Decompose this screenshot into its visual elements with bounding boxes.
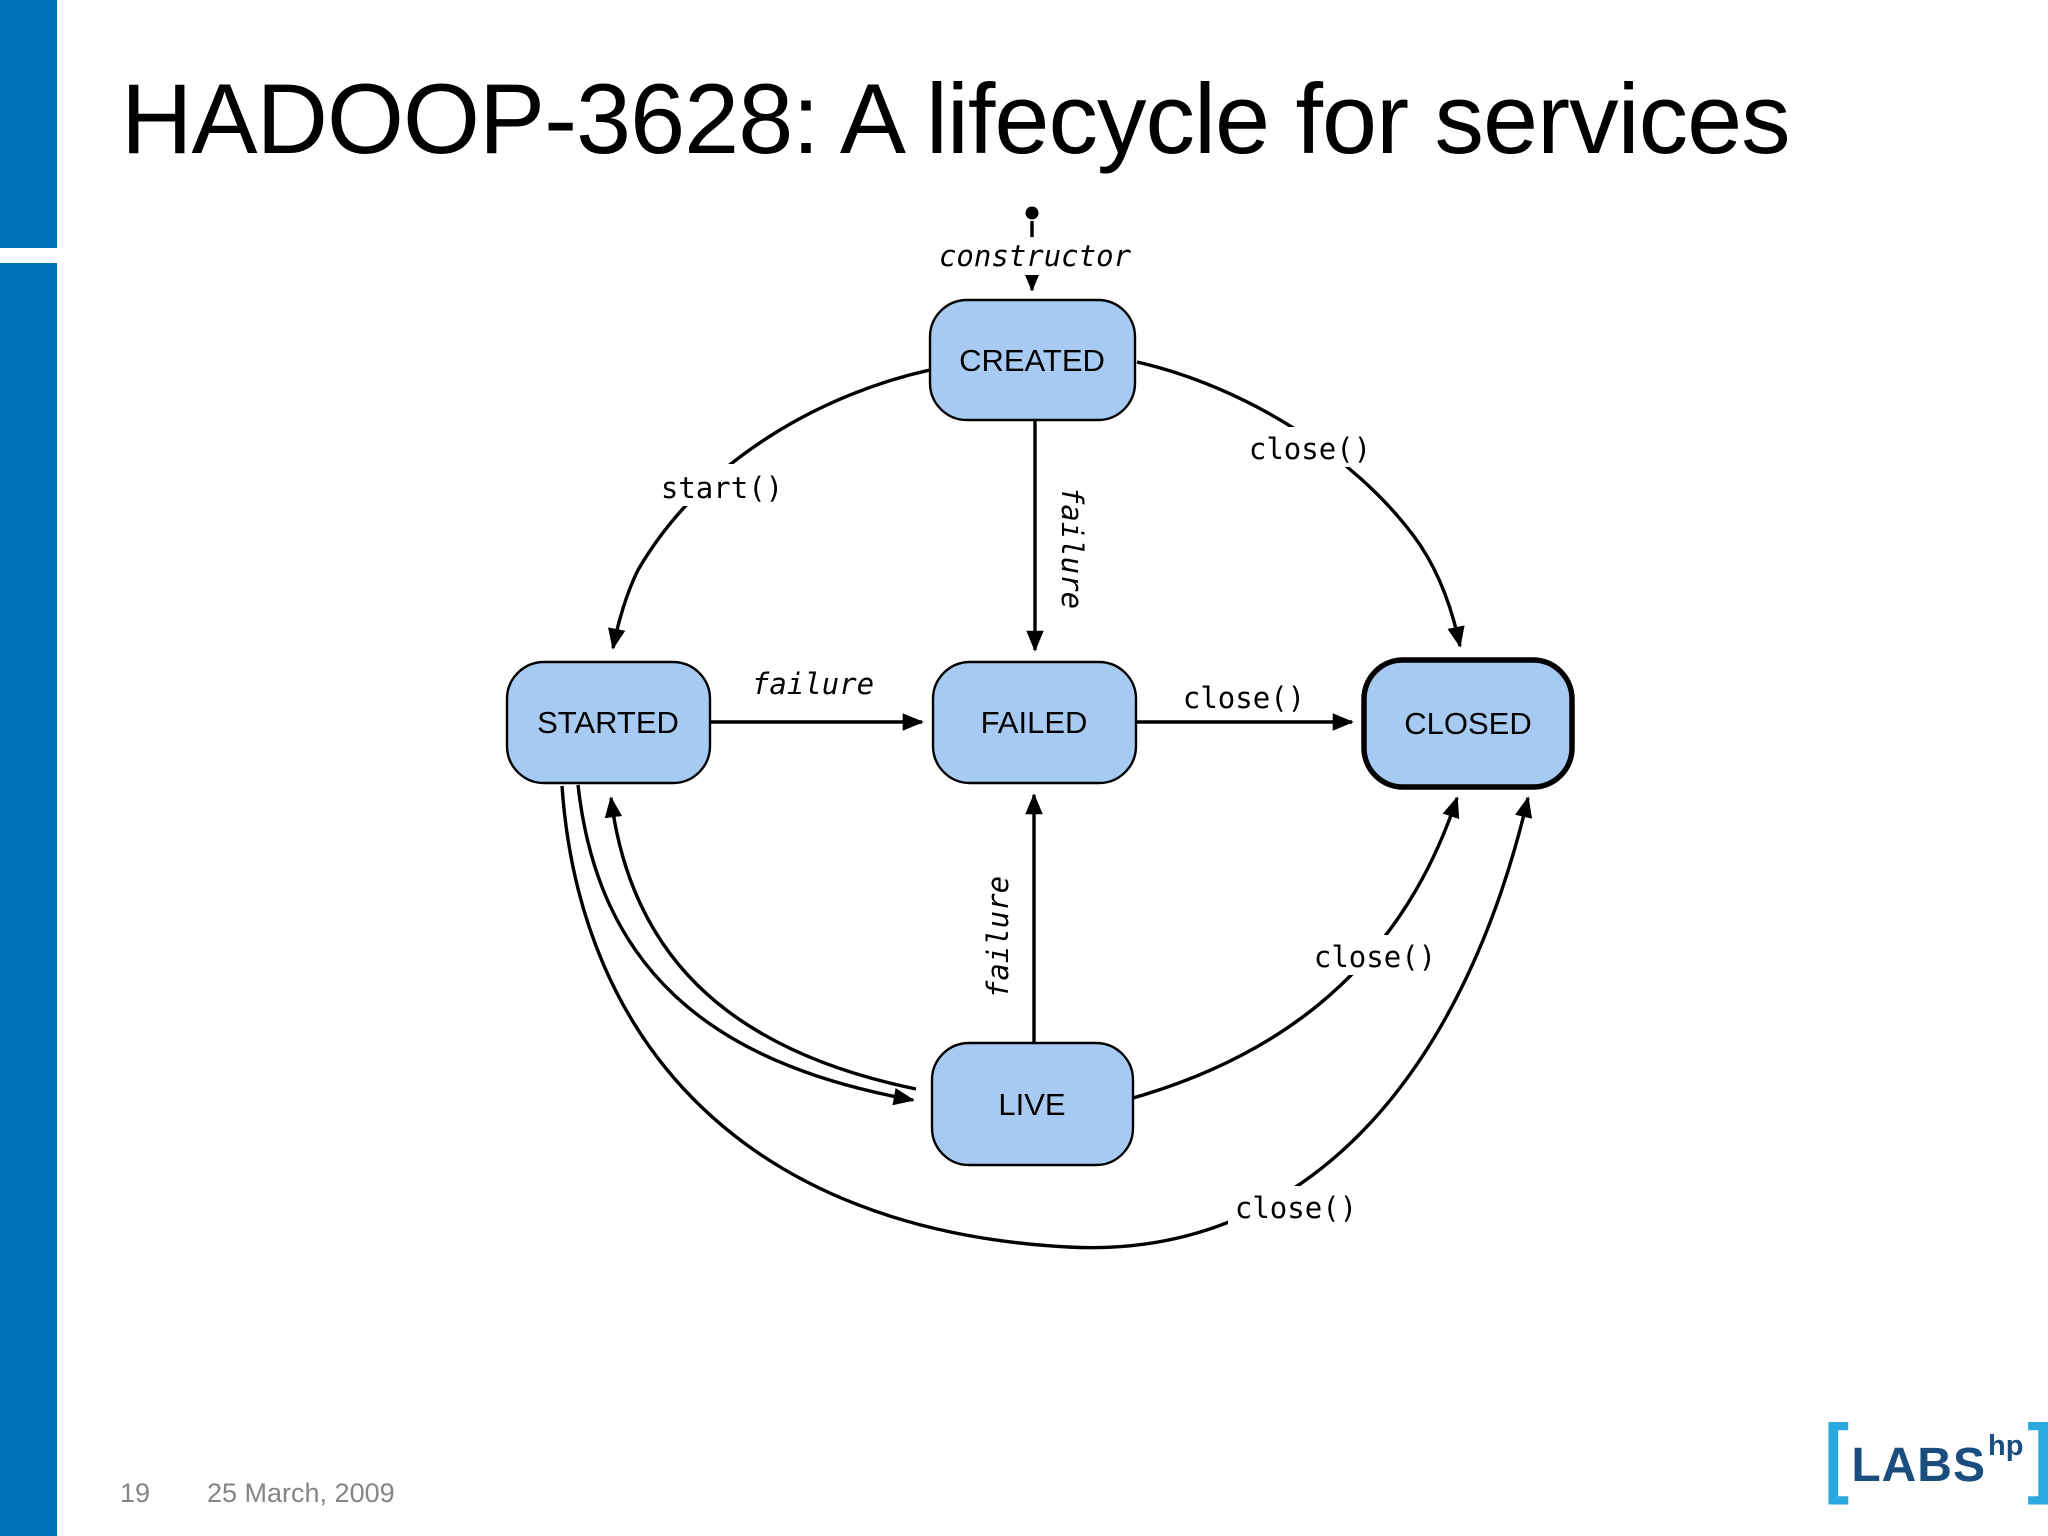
logo-labs-text: LABS <box>1851 1439 1986 1492</box>
label-plate-close-live <box>1308 935 1442 975</box>
label-plate-close-top <box>1244 427 1376 467</box>
page-title: HADOOP-3628: A lifecycle for services <box>121 63 1791 174</box>
edge-label-close-created-closed: close() <box>1249 432 1371 466</box>
edge-label-constructor: constructor <box>939 239 1132 273</box>
logo-open-bracket-icon: [ <box>1824 1406 1850 1505</box>
edge-created-to-closed <box>1136 360 1465 648</box>
state-label-closed: CLOSED <box>1404 706 1531 741</box>
edge-live-to-started <box>604 796 917 1091</box>
edge-label-close-started-closed: close() <box>1235 1191 1357 1225</box>
edge-started-to-closed <box>560 785 1533 1250</box>
edge-live-to-closed <box>1132 796 1460 1100</box>
edge-label-failure-started-failed: failure <box>752 667 874 701</box>
state-node-started: STARTED <box>505 660 712 785</box>
state-label-created: CREATED <box>959 343 1105 378</box>
state-node-closed: CLOSED <box>1361 657 1575 790</box>
edge-label-start: start() <box>661 471 783 505</box>
edge-label-close-failed-closed: close() <box>1183 681 1305 715</box>
label-plate-close-bottom <box>1228 1186 1364 1226</box>
hp-labs-logo: [ LABS hp ] <box>1822 1406 2048 1505</box>
label-plate-constructor <box>938 237 1132 275</box>
edge-started-to-live <box>576 784 915 1106</box>
state-label-live: LIVE <box>998 1087 1065 1122</box>
left-accent-bar-top <box>0 0 57 248</box>
left-accent-bar-bottom <box>0 263 57 1536</box>
edge-label-failure-created-failed: failure <box>1055 487 1089 609</box>
initial-state-dot <box>1025 206 1039 220</box>
page-number: 19 <box>120 1478 151 1508</box>
logo-hp-text: hp <box>1987 1430 2024 1462</box>
state-label-failed: FAILED <box>981 705 1088 740</box>
state-label-started: STARTED <box>537 705 679 740</box>
edge-label-failure-live-failed: failure <box>981 876 1015 998</box>
state-node-live: LIVE <box>930 1041 1135 1167</box>
logo-close-bracket-icon: ] <box>2028 1412 2048 1500</box>
edge-label-close-live-closed: close() <box>1314 940 1436 974</box>
edge-created-to-started <box>608 368 931 650</box>
footer-date: 25 March, 2009 <box>207 1478 395 1508</box>
label-plate-start <box>652 464 792 506</box>
state-node-failed: FAILED <box>931 660 1138 785</box>
state-node-created: CREATED <box>928 298 1137 422</box>
